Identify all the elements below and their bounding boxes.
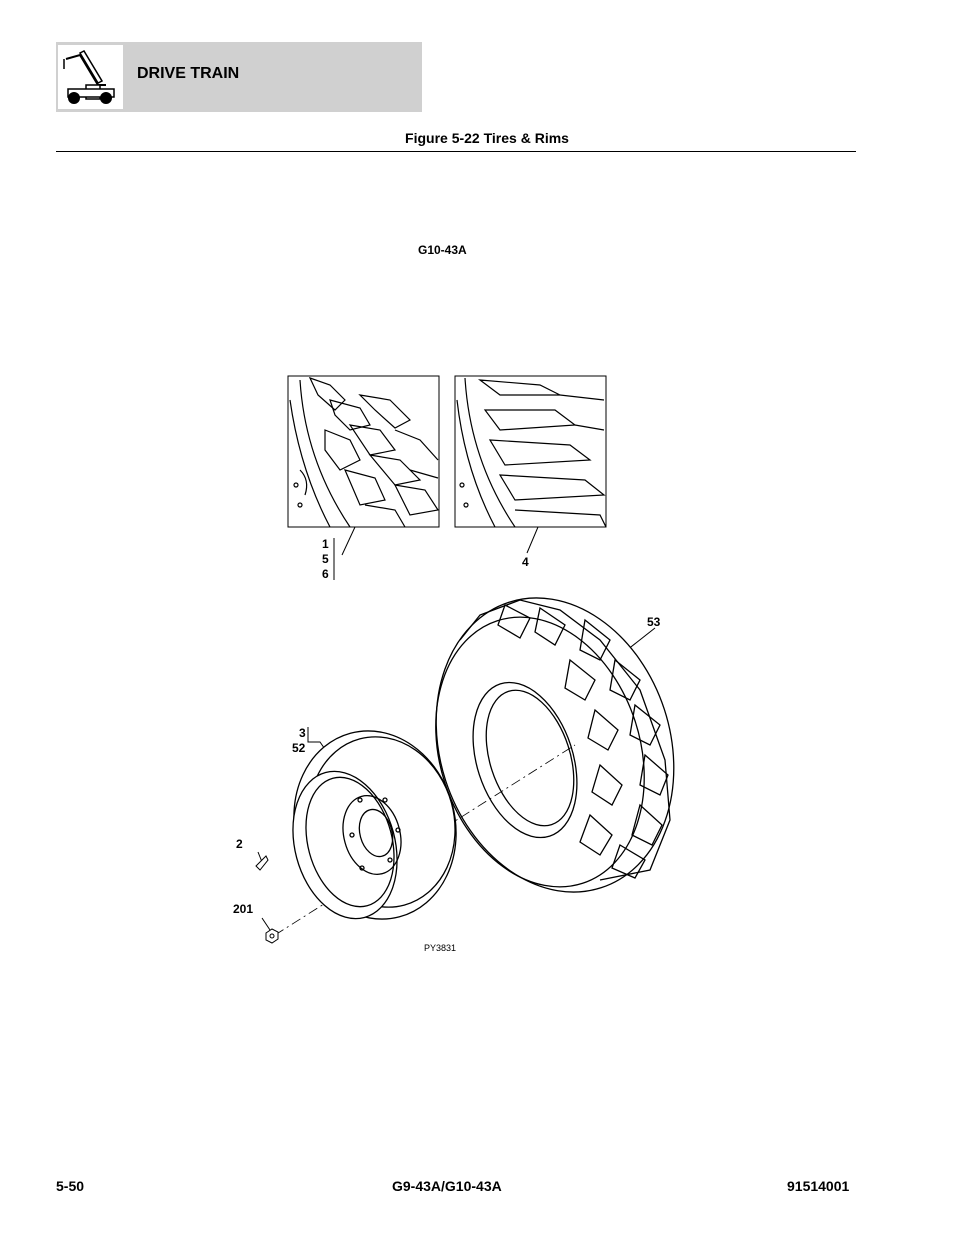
telehandler-icon	[58, 45, 123, 109]
rim-drawing	[292, 730, 457, 920]
footer-model: G9-43A/G10-43A	[392, 1178, 502, 1194]
callout-tire-a-1: 1	[322, 537, 329, 551]
callout-rim-52: 52	[292, 741, 306, 755]
wheel-nut	[265, 928, 279, 944]
assembly-axis	[274, 744, 576, 936]
wheel-stud	[255, 855, 269, 871]
tire-assembly-drawing	[435, 597, 675, 893]
tire-tread-detail-2	[454, 375, 607, 528]
callout-stud: 2	[236, 837, 243, 851]
callout-tire-b: 4	[522, 555, 529, 569]
tire-tread-detail-1	[287, 375, 440, 528]
model-label: G10-43A	[418, 243, 467, 257]
section-title: DRIVE TRAIN	[137, 65, 240, 82]
callout-nut: 201	[233, 902, 254, 916]
callout-tire-a-5: 5	[322, 552, 329, 566]
callout-tire-a-6: 6	[322, 567, 329, 581]
document-number: 91514001	[787, 1178, 850, 1194]
page-number: 5-50	[56, 1178, 85, 1194]
callout-tire: 53	[647, 615, 661, 629]
callout-rim-3: 3	[299, 726, 306, 740]
header-divider	[56, 151, 856, 152]
figure-title: Figure 5-22 Tires & Rims	[405, 130, 569, 146]
drawing-id: PY3831	[424, 943, 457, 953]
